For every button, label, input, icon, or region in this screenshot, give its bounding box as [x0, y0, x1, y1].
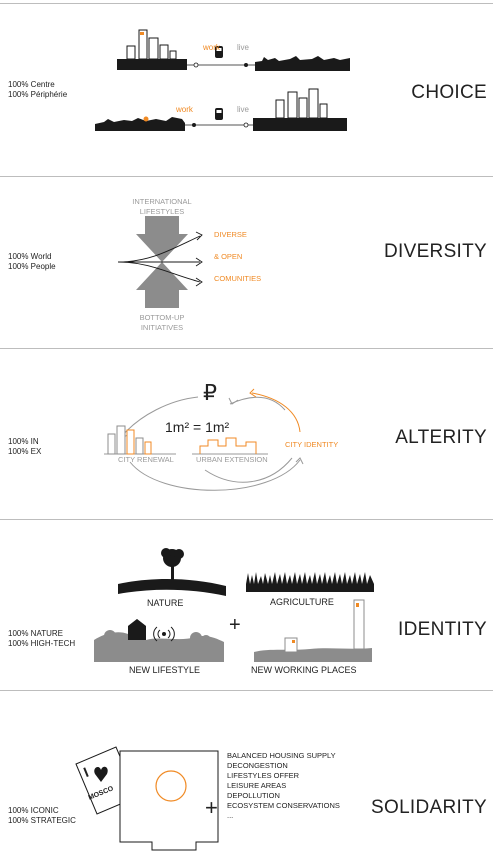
diversity-label-line-2: 100% People — [8, 262, 56, 271]
new-lifestyle-landscape — [94, 619, 224, 662]
choice-label-line-2: 100% Périphérie — [8, 90, 68, 99]
diversity-label: 100% World 100% People — [8, 252, 56, 272]
output-diverse: DIVERSE — [214, 230, 247, 239]
alterity-title: ALTERITY — [395, 427, 487, 448]
wifi-icon — [153, 626, 175, 642]
list-item: BALANCED HOUSING SUPPLY — [227, 751, 336, 760]
agriculture-label: AGRICULTURE — [270, 597, 334, 607]
identity-diagram — [94, 548, 374, 662]
connector-top — [187, 62, 255, 68]
new-lifestyle-label: NEW LIFESTYLE — [129, 665, 201, 675]
alterity-label-line-1: 100% IN — [8, 437, 39, 446]
tree-icon — [161, 548, 184, 582]
solidarity-label: 100% ICONIC 100% STRATEGIC — [8, 806, 76, 826]
list-item: DEPOLLUTION — [227, 791, 280, 800]
list-item: ... — [227, 811, 234, 820]
live-label-top: live — [237, 43, 250, 52]
train-icon-bottom — [215, 108, 223, 120]
bottom-up-initiatives: BOTTOM-UP INITIATIVES — [122, 313, 202, 333]
nature-label: NATURE — [147, 598, 184, 608]
agriculture-field — [246, 572, 374, 592]
identity-plus: + — [229, 614, 241, 636]
flow-arrows — [117, 231, 203, 287]
city-renewal-label: CITY RENEWAL — [118, 455, 174, 464]
connector-bottom — [185, 122, 255, 128]
alterity-label: 100% IN 100% EX — [8, 437, 41, 457]
output-open: & OPEN — [214, 252, 243, 261]
bottom-up-line-1: BOTTOM-UP — [139, 313, 185, 322]
identity-label-line-1: 100% NATURE — [8, 629, 63, 638]
international-lifestyles: INTERNATIONAL LIFESTYLES — [122, 197, 202, 217]
alterity-label-line-2: 100% EX — [8, 447, 42, 456]
diversity-title: DIVERSITY — [384, 241, 487, 262]
choice-diagram — [95, 29, 350, 131]
new-working-places-landscape — [254, 599, 372, 662]
list-item: LIFESTYLES OFFER — [227, 771, 300, 780]
international-line-1: INTERNATIONAL — [132, 197, 192, 206]
divider-4 — [0, 690, 493, 691]
work-label-top: work — [203, 43, 220, 52]
suburb-skyline-top — [255, 56, 350, 71]
list-item: DECONGESTION — [227, 761, 288, 770]
city-identity-label: CITY IDENTITY — [285, 440, 339, 449]
international-line-2: LIFESTYLES — [139, 207, 185, 216]
city-skyline-top — [117, 29, 187, 70]
divider-2 — [0, 348, 493, 349]
list-item: ECOSYSTEM CONSERVATIONS — [227, 801, 340, 810]
identity-label-line-2: 100% HIGH-TECH — [8, 639, 76, 648]
train-icon-top — [215, 46, 223, 58]
divider-1 — [0, 176, 493, 177]
urban-extension-icon — [192, 437, 268, 455]
live-label-bottom: live — [237, 105, 250, 114]
funnel-shape — [136, 216, 188, 308]
identity-title: IDENTITY — [398, 619, 487, 640]
bottom-up-line-2: INITIATIVES — [140, 323, 184, 332]
work-label-bottom: work — [176, 105, 193, 114]
new-working-places-label: NEW WORKING PLACES — [251, 665, 357, 675]
diversity-diagram — [117, 216, 203, 308]
moscow-map-outline — [119, 750, 219, 851]
choice-title: CHOICE — [411, 82, 487, 103]
divider-3 — [0, 519, 493, 520]
alterity-diagram — [104, 388, 304, 491]
solidarity-label-line-1: 100% ICONIC — [8, 806, 59, 815]
city-skyline-bottom — [253, 88, 347, 131]
output-communities: COMUNITIES — [214, 274, 262, 283]
identity-label: 100% NATURE 100% HIGH-TECH — [8, 629, 75, 649]
solidarity-title: SOLIDARITY — [371, 797, 487, 818]
solidarity-list: BALANCED HOUSING SUPPLY DECONGESTION LIF… — [227, 751, 340, 821]
divider-top — [0, 3, 493, 4]
solidarity-label-line-2: 100% STRATEGIC — [8, 816, 76, 825]
urban-extension-label: URBAN EXTENSION — [196, 455, 268, 464]
diversity-label-line-1: 100% World — [8, 252, 52, 261]
suburb-skyline-bottom — [95, 116, 185, 131]
choice-label-line-1: 100% Centre — [8, 80, 55, 89]
currency-symbol: ₽ — [203, 380, 217, 405]
city-renewal-icon — [104, 425, 176, 455]
area-equation: 1m² = 1m² — [165, 419, 230, 435]
list-item: LEISURE AREAS — [227, 781, 287, 790]
solidarity-plus: + — [205, 795, 218, 820]
choice-label: 100% Centre 100% Périphérie — [8, 80, 67, 100]
nature-ground — [118, 578, 226, 596]
